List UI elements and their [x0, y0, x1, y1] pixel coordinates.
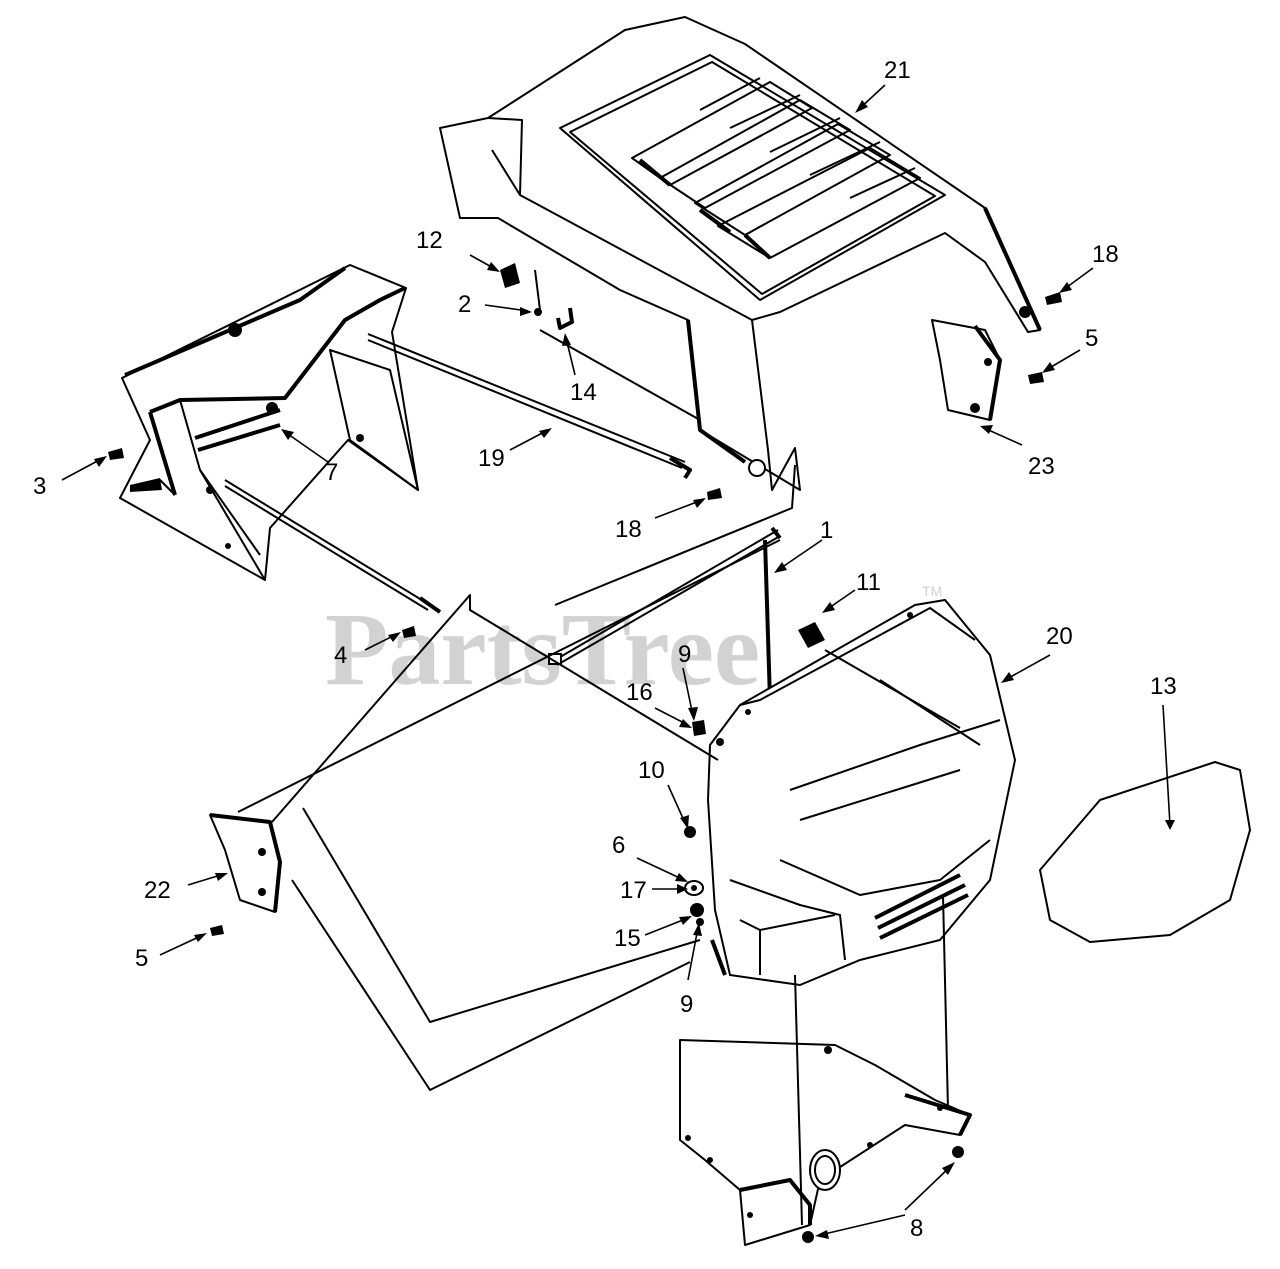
callout-8: 8 [910, 1215, 923, 1242]
callout-14: 14 [570, 379, 597, 406]
bracket-part-23 [931, 319, 1002, 421]
hood-top-part-21 [439, 16, 1042, 491]
watermark-trademark: TM [922, 583, 942, 599]
callout-21: 21 [884, 57, 911, 84]
callout-17: 17 [620, 877, 647, 904]
grille-housing-part-20 [706, 598, 1017, 987]
callout-11: 11 [856, 569, 881, 596]
callout-6: 6 [612, 832, 625, 859]
callout-19: 19 [478, 445, 505, 472]
linkage-rods-part-19 [224, 333, 692, 614]
callout-3: 3 [33, 473, 46, 500]
callout-15: 15 [614, 925, 641, 952]
callout-1: 1 [820, 517, 833, 544]
callout-13: 13 [1150, 673, 1177, 700]
callout-9-upper: 9 [678, 641, 691, 668]
callout-23: 23 [1028, 453, 1055, 480]
callout-7: 7 [325, 459, 338, 486]
callout-20: 20 [1046, 623, 1073, 650]
callout-5-top-right: 5 [1085, 325, 1098, 352]
callout-22: 22 [144, 877, 171, 904]
callout-2: 2 [458, 291, 471, 318]
callout-12: 12 [416, 227, 443, 254]
callout-9-lower: 9 [680, 991, 693, 1018]
frame-bracket-part-8 [679, 1039, 972, 1246]
rod-part-1 [548, 526, 782, 701]
lens-part-13 [1039, 761, 1251, 943]
leader-lines [61, 84, 1175, 1239]
callout-10: 10 [638, 757, 665, 784]
callout-18-top-right: 18 [1092, 241, 1119, 268]
hardware [108, 263, 1062, 936]
callout-labels: 21 12 2 14 18 5 23 3 7 19 18 1 11 20 13 … [33, 57, 1177, 1242]
bracket-part-22 [209, 813, 282, 913]
assembly-lines [237, 329, 961, 1226]
dash-panel-part-7 [119, 264, 419, 581]
callout-4: 4 [334, 642, 347, 669]
callout-16: 16 [626, 679, 653, 706]
watermark: PartsTree [325, 592, 760, 707]
callout-5-lower-left: 5 [135, 945, 148, 972]
callout-18-middle: 18 [615, 516, 642, 543]
